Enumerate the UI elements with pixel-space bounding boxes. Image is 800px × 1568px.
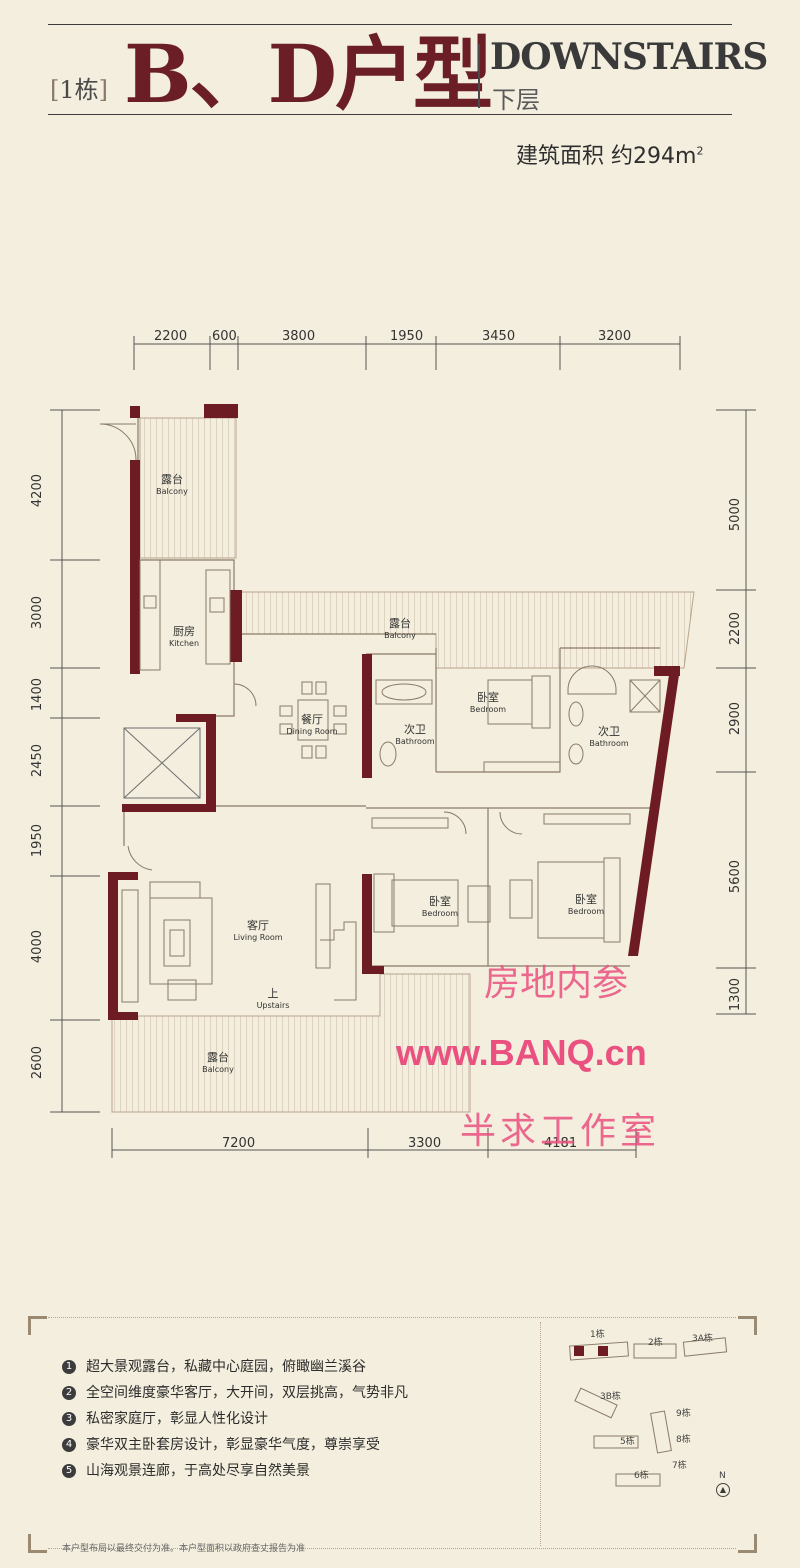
dim-right-3: 2900 [728,702,743,736]
frame-top-dotted [48,1317,736,1318]
bath-fixtures [375,665,661,767]
dining-table [279,681,347,759]
watermark-line3: 半求工作室 [460,1111,661,1152]
wardrobes [371,761,631,829]
balcony-s-deck [111,973,471,1113]
sofa-set [121,881,213,1003]
north-label: N [719,1471,726,1481]
frame-corner-bl [28,1534,47,1553]
frame-corner-br [738,1534,757,1553]
dim-top-4: 1950 [390,329,424,344]
dim-bottom-3: 4181 [544,1136,578,1151]
dim-top-3: 3800 [282,329,316,344]
dim-left-1: 4200 [30,474,45,508]
dim-bottom-1: 7200 [222,1136,256,1151]
feature-number: 1 [62,1360,76,1374]
unit-title: B、D户型 [124,27,493,121]
feature-number: 3 [62,1412,76,1426]
dim-bottom-2: 3300 [408,1136,442,1151]
header-bottom-rule [48,114,732,115]
footer-note: 本户型布局以最终交付为准。本户型面积以政府查丈报告为准 [62,1544,306,1554]
title-separator [478,44,480,108]
beds [373,675,621,943]
building-tag: [1栋] [50,76,109,104]
level-en: DOWNSTAIRS [490,36,768,78]
site-map [569,1337,728,1487]
right-dimension-line [716,409,756,1015]
north-arrow-icon: ▲ [716,1483,730,1497]
balcony-n-deck [237,591,695,669]
frame-corner-tl [28,1316,47,1335]
door-swings [99,423,523,871]
feature-number: 4 [62,1438,76,1452]
area-text: 建筑面积 约294m2 [516,144,704,169]
site-label-5: 5栋 [620,1437,635,1447]
thick-walls [108,404,680,1020]
kitchen-counters [139,559,231,671]
dim-right-4: 5600 [728,860,743,894]
dim-left-7: 2600 [30,1046,45,1080]
dim-top-2: 600 [212,329,237,344]
bottom-dimension-line [111,1128,637,1158]
site-label-1: 1栋 [590,1330,605,1340]
balcony-nw-deck [139,417,237,559]
frame-bottom-dotted [48,1548,736,1549]
shaft-box [123,727,201,799]
watermark-line1: 房地内参 [484,963,629,1004]
site-label-8: 8栋 [676,1435,691,1445]
dim-right-2: 2200 [728,612,743,646]
frame-divider [540,1322,541,1546]
dim-top-6: 3200 [598,329,632,344]
header-top-rule [48,24,732,25]
dim-top-1: 2200 [154,329,188,344]
site-label-3b: 3B栋 [600,1392,621,1402]
site-label-9: 9栋 [676,1409,691,1419]
left-dimension-line [50,409,100,1113]
dim-left-4: 2450 [30,744,45,778]
site-label-7: 7栋 [672,1461,687,1471]
staircase [315,883,357,1001]
feature-number: 2 [62,1386,76,1400]
dim-right-5: 1300 [728,978,743,1012]
dim-right-1: 5000 [728,498,743,532]
feature-number: 5 [62,1464,76,1478]
frame-corner-tr [738,1316,757,1335]
dim-top-5: 3450 [482,329,516,344]
site-label-2: 2栋 [648,1338,663,1348]
top-dimension-line [133,336,681,370]
level-cn: 下层 [492,86,540,114]
dim-left-5: 1950 [30,824,45,858]
dim-left-2: 3000 [30,596,45,630]
site-label-3a: 3A栋 [692,1334,713,1344]
dim-left-6: 4000 [30,930,45,964]
site-label-6: 6栋 [634,1471,649,1481]
dim-left-3: 1400 [30,678,45,712]
watermark-line2: www.BANQ.cn [396,1032,647,1073]
